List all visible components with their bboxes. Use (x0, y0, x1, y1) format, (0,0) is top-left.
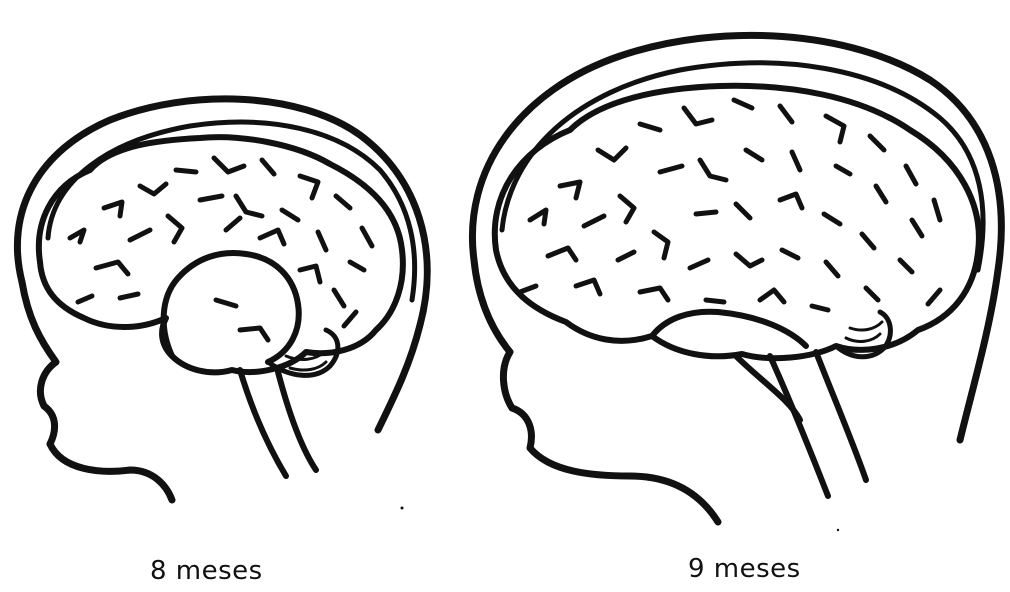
face-profile-left (22, 282, 172, 500)
brainstem-right (770, 356, 828, 496)
sulci-left (70, 158, 372, 340)
sulci-right (520, 100, 940, 310)
scalp-inner-left (48, 122, 415, 300)
scalp-inner-right (502, 63, 983, 270)
caption-8-months: 8 meses (150, 556, 263, 586)
head-8-months (17, 99, 427, 500)
caption-9-months: 9 meses (688, 554, 801, 584)
head-9-months (472, 35, 1001, 522)
skull-outline-left (17, 99, 427, 430)
face-profile-right (474, 260, 718, 522)
temporal-lobe-left (164, 253, 299, 362)
temporal-lobe-right (652, 312, 806, 346)
